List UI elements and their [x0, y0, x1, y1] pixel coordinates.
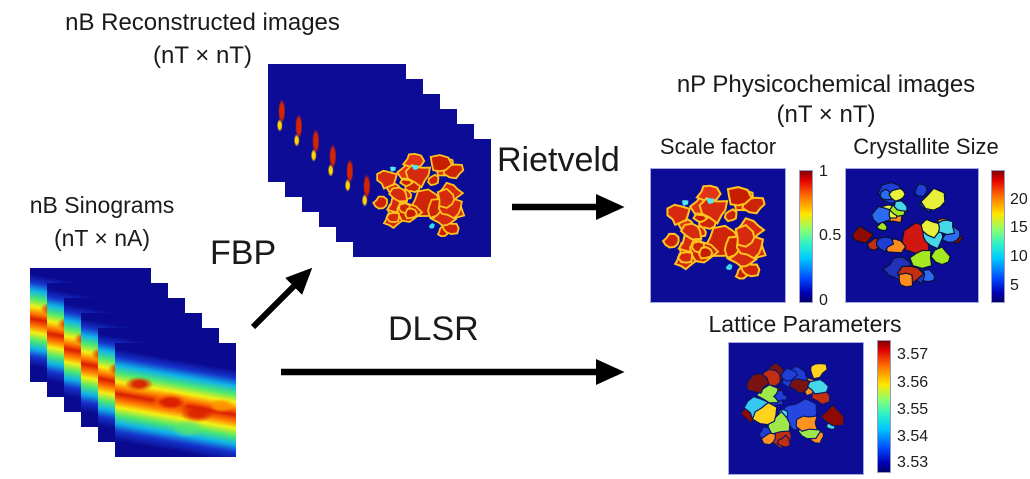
- physicochemical-title: nP Physicochemical images: [676, 71, 976, 98]
- fbp-arrow: [250, 267, 313, 330]
- reconstructed-panel-front: [353, 139, 491, 257]
- reconstructed-particle-map: [372, 152, 466, 238]
- lattice-parameters-particle-map: [740, 361, 845, 449]
- fbp-label: FBP: [210, 234, 277, 272]
- crystallite-size-map: [845, 168, 979, 303]
- sinogram-stack-subtitle: (nT × nA): [53, 225, 151, 251]
- colorbar-tick: 0: [819, 292, 828, 309]
- scale-factor-label: Scale factor: [659, 134, 777, 159]
- scale-factor-particle-map: [661, 184, 767, 280]
- reconstructed-stack-subtitle: (nT × nT): [153, 42, 252, 69]
- colorbar-tick: 3.53: [897, 454, 929, 471]
- colorbar-tick: 0.5: [819, 227, 842, 244]
- reconstructed-stack-title: nB Reconstructed images: [65, 9, 340, 36]
- lattice-parameters-map: [728, 342, 864, 475]
- colorbar-tick: 3.57: [897, 346, 929, 363]
- colorbar-tick: 3.55: [897, 401, 929, 418]
- lattice-parameters-colorbar: [877, 340, 891, 473]
- crystallite-size-particle-map: [851, 181, 964, 288]
- crystallite-size-colorbar: [991, 170, 1005, 303]
- colorbar-tick: 3.54: [897, 428, 929, 445]
- lattice-parameters-label: Lattice Parameters: [708, 311, 902, 337]
- physicochemical-subtitle: (nT × nT): [776, 101, 876, 128]
- sinogram-panel-front: [115, 343, 236, 457]
- colorbar-tick: 5: [1010, 277, 1019, 294]
- colorbar-tick: 20: [1010, 191, 1028, 208]
- dlsr-label: DLSR: [388, 310, 479, 348]
- sinogram-stack-title: nB Sinograms: [29, 192, 175, 218]
- colorbar-tick: 1: [819, 163, 828, 180]
- rietveld-label: Rietveld: [497, 141, 620, 179]
- colorbar-tick: 10: [1010, 248, 1028, 265]
- colorbar-tick: 15: [1010, 219, 1028, 236]
- crystallite-size-label: Crystallite Size: [853, 134, 999, 159]
- scale-factor-colorbar: [799, 170, 813, 303]
- colorbar-tick: 3.56: [897, 374, 929, 391]
- scale-factor-map: [650, 168, 786, 303]
